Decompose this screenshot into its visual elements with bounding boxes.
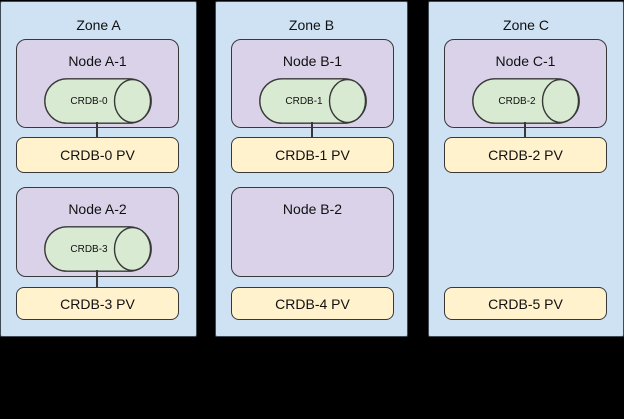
database-cylinder-icon bbox=[259, 78, 367, 124]
zone-a-box: Zone A Node A-1 CRDB-0 CRDB-0 PV Node A-… bbox=[0, 1, 197, 337]
zone-title: Zone A bbox=[76, 17, 121, 33]
database-cylinder: CRDB-2 bbox=[472, 78, 580, 124]
node-box: Node B-1 CRDB-1 bbox=[231, 39, 394, 128]
connector-line bbox=[96, 270, 98, 287]
database-cylinder-icon bbox=[44, 226, 152, 272]
pod-label: CRDB-0 bbox=[70, 95, 108, 107]
pv-label: CRDB-0 PV bbox=[60, 147, 135, 163]
node-title: Node C-1 bbox=[495, 53, 556, 69]
pv-label: CRDB-4 PV bbox=[275, 295, 350, 312]
pv-box: CRDB-1 PV bbox=[231, 137, 394, 173]
node-box: Node A-2 CRDB-3 bbox=[16, 187, 179, 277]
node-title: Node B-1 bbox=[282, 53, 343, 69]
pv-box: CRDB-5 PV bbox=[444, 287, 607, 320]
pv-box: CRDB-4 PV bbox=[231, 287, 394, 320]
pod-label: CRDB-1 bbox=[285, 95, 323, 107]
connector-line bbox=[311, 122, 313, 137]
zone-c-box: Zone C Node C-1 CRDB-2 CRDB-2 PV CRDB-5 … bbox=[428, 1, 624, 337]
pv-label: CRDB-3 PV bbox=[60, 295, 135, 312]
pv-label: CRDB-2 PV bbox=[488, 147, 563, 163]
pv-box: CRDB-2 PV bbox=[444, 137, 607, 173]
node-box: Node B-2 bbox=[231, 187, 394, 277]
database-cylinder-icon bbox=[44, 78, 152, 124]
connector-line bbox=[96, 122, 98, 137]
pod-label: CRDB-3 bbox=[70, 243, 108, 255]
database-cylinder: CRDB-1 bbox=[259, 78, 367, 124]
database-cylinder: CRDB-0 bbox=[44, 78, 152, 124]
node-title: Node A-1 bbox=[68, 53, 127, 69]
zone-title: Zone B bbox=[288, 17, 335, 33]
pv-label: CRDB-5 PV bbox=[488, 295, 563, 312]
node-box: Node C-1 CRDB-2 bbox=[444, 39, 607, 128]
node-title: Node B-2 bbox=[282, 201, 343, 217]
pv-box: CRDB-3 PV bbox=[16, 287, 179, 320]
pod-label: CRDB-2 bbox=[498, 95, 536, 107]
zone-b-box: Zone B Node B-1 CRDB-1 CRDB-1 PV Node B-… bbox=[215, 1, 408, 337]
zone-title: Zone C bbox=[503, 17, 549, 33]
node-box: Node A-1 CRDB-0 bbox=[16, 39, 179, 128]
pv-label: CRDB-1 PV bbox=[275, 147, 350, 163]
connector-line bbox=[524, 122, 526, 137]
database-cylinder: CRDB-3 bbox=[44, 226, 152, 272]
node-title: Node A-2 bbox=[68, 201, 127, 217]
pv-box: CRDB-0 PV bbox=[16, 137, 179, 173]
database-cylinder-icon bbox=[472, 78, 580, 124]
